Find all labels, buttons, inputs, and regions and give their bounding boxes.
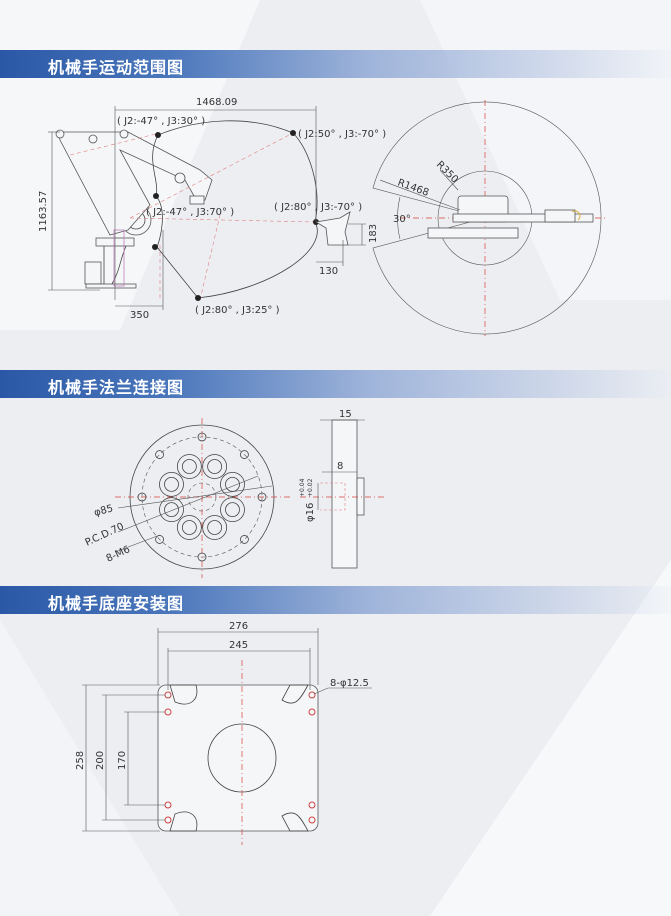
motion-envelope [152,120,351,301]
dim-base-offset: 350 [130,310,149,321]
pcd-label: P.C.D.70 [84,521,126,548]
base-plate-view [157,660,319,845]
flange-front-view: φ85 P.C.D.70 8-M6 [84,418,290,578]
flange-side-view: 15 8 φ16 +0.04 +0.02 [299,409,385,569]
dim-height: 1163.57 [38,191,49,232]
bolt-hole [164,502,179,518]
mount-hole [240,535,249,544]
section-title: 机械手底座安装图 [48,594,185,613]
bolt-hole [181,459,197,474]
mount-hole [197,432,207,442]
pose-label: ( J2:80° , J3:25° ) [195,305,280,316]
bolt-ring [159,497,184,523]
robot-top-view: R1468 R350 30° [372,100,605,336]
motion-dimensions: 1468.09 1163.57 350 130 183 ( J2:-47° , … [38,97,386,321]
pose-marker [152,244,158,250]
mount-hole [197,552,207,562]
holes-label: 8-M6 [105,544,132,565]
section-header-base: 机械手底座安装图 [0,586,671,614]
tolerance-lower: +0.02 [307,478,314,497]
dim-flange-height: 183 [368,224,379,243]
dim-width-outer: 276 [229,621,248,632]
dim-width-holes: 245 [229,640,248,651]
mount-hole [257,492,267,502]
section-header-flange: 机械手法兰连接图 [0,370,671,398]
bolt-hole [225,502,240,518]
bolt-ring [176,515,202,540]
pose-label: ( J2:-47° , J3:30° ) [117,116,205,127]
section-title: 机械手法兰连接图 [48,378,185,397]
bolt-hole [207,520,223,535]
bolt-hole [207,459,223,474]
boss-dia-label: φ16 [305,503,316,522]
dim-flange-offset: 130 [319,266,338,277]
base-dimensions: 276 245 258 200 170 8-φ12.5 [75,621,372,832]
bolt-ring [159,471,184,497]
bolt-ring [220,471,245,497]
bolt-ring [220,497,245,523]
dim-reach: 1468.09 [196,97,237,108]
outer-dia-label: φ85 [93,503,115,519]
dead-angle-label: 30° [393,214,411,225]
thickness-label: 15 [339,409,352,420]
section-header-motion-range: 机械手运动范围图 [0,50,671,78]
boss-depth-label: 8 [337,461,343,472]
mount-hole [155,450,164,459]
pose-marker [155,132,161,138]
pose-marker [290,130,296,136]
dim-height-outer: 258 [75,751,86,770]
bolt-hole [181,520,197,535]
pose-label: ( J2:50° , J3:-70° ) [298,129,386,140]
bolt-hole [164,476,179,492]
bolt-ring [202,515,228,540]
inner-radius-label: R350 [434,159,460,185]
dim-height-inner: 170 [117,751,128,770]
mount-hole [240,450,249,459]
pose-label: ( J2:-47° , J3:70° ) [146,207,234,218]
pose-marker [195,295,201,301]
dim-height-holes: 200 [95,751,106,770]
robot-side-view [55,129,316,301]
pose-label: ( J2:80° , J3:-70° ) [274,202,362,213]
section-title: 机械手运动范围图 [48,58,185,77]
bolt-ring [176,454,202,479]
holes-spec-label: 8-φ12.5 [330,678,369,689]
mount-hole [137,492,147,502]
pose-marker [153,193,159,199]
tolerance-upper: +0.04 [299,478,306,497]
bolt-ring [202,454,228,479]
